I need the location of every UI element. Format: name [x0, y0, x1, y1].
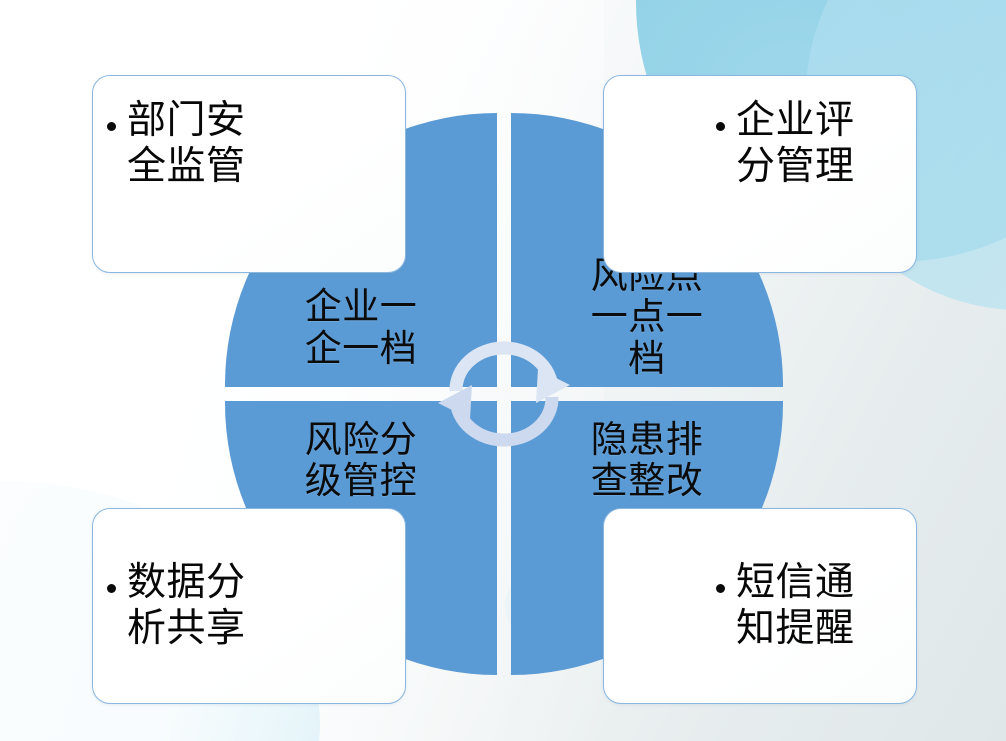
- card-top-right-row: 企业评 分管理: [604, 98, 916, 190]
- card-bottom-right[interactable]: 短信通 知提醒: [603, 508, 917, 704]
- card-top-left-label: 部门安 全监管: [127, 99, 246, 189]
- bullet-icon: [716, 122, 725, 131]
- cyclic-arrows-icon: [438, 341, 570, 447]
- card-top-left-row: 部门安 全监管: [93, 98, 405, 190]
- card-top-left[interactable]: 部门安 全监管: [92, 75, 406, 273]
- card-top-right-label: 企业评 分管理: [736, 99, 855, 189]
- quadrant-bottom-right-label: 隐患排 查整改: [590, 419, 704, 502]
- card-bottom-left-label: 数据分 析共享: [127, 560, 246, 650]
- card-bottom-right-label: 短信通 知提醒: [736, 560, 855, 650]
- quadrant-bottom-left-label: 风险分 级管控: [304, 419, 418, 502]
- card-bottom-left[interactable]: 数据分 析共享: [92, 508, 406, 704]
- quadrant-top-left-label: 企业一 企一档: [304, 286, 418, 369]
- card-bottom-left-row: 数据分 析共享: [93, 560, 405, 652]
- card-bottom-right-row: 短信通 知提醒: [604, 560, 916, 652]
- bullet-icon: [716, 583, 725, 593]
- card-top-right[interactable]: 企业评 分管理: [603, 75, 917, 273]
- bullet-icon: [107, 122, 116, 131]
- bullet-icon: [107, 583, 116, 593]
